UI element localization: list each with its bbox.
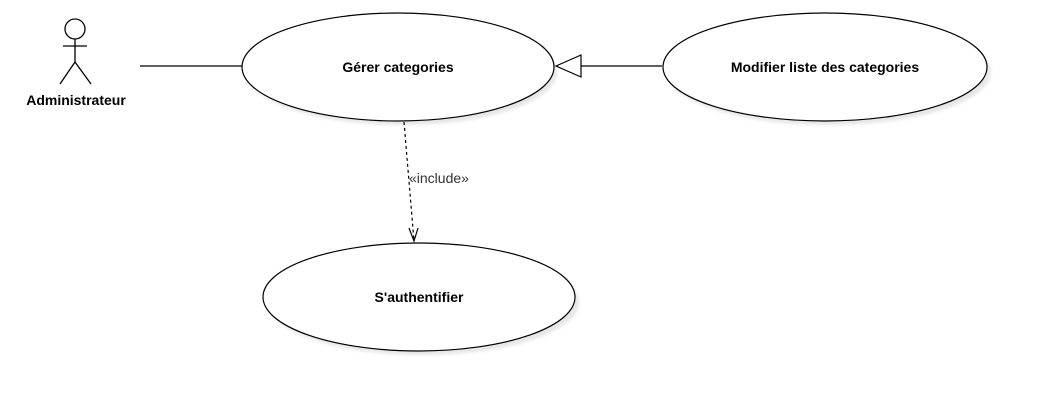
open-arrowhead-icon: [408, 227, 419, 243]
actor-label: Administrateur: [26, 92, 126, 108]
use-case-label: S'authentifier: [375, 289, 464, 305]
use-case-gerer-categories[interactable]: Gérer categories: [241, 12, 557, 125]
use-case-label: Gérer categories: [342, 59, 453, 75]
hollow-triangle-arrowhead-icon: [554, 54, 582, 78]
use-case-sauthentifier[interactable]: S'authentifier: [262, 242, 579, 355]
use-case-ellipse: [241, 12, 555, 122]
generalization-arrow: [554, 54, 662, 78]
use-case-ellipse: [262, 242, 576, 352]
use-case-modifier-liste[interactable]: Modifier liste des categories: [662, 12, 991, 125]
include-dependency: [403, 121, 419, 243]
include-stereotype-label: «include»: [409, 170, 469, 186]
stick-figure-icon: [59, 18, 92, 85]
actor-administrateur[interactable]: Administrateur: [26, 18, 126, 108]
use-case-ellipse: [662, 12, 988, 122]
use-case-label: Modifier liste des categories: [731, 59, 919, 75]
